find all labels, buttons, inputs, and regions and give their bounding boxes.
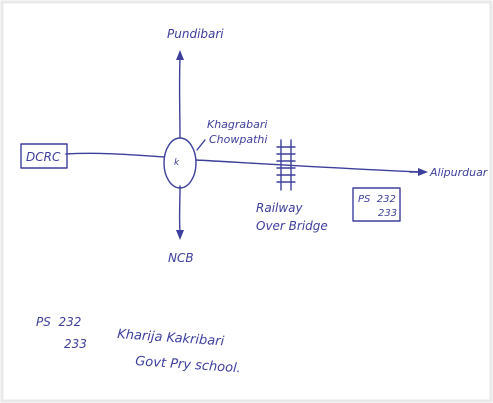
railway-label: Railway	[256, 201, 304, 215]
khagrabari-label: Khagrabari	[207, 118, 267, 131]
school-name-line1: Kharija Kakribari	[117, 327, 225, 349]
station-box-line1: PS 232	[358, 194, 396, 205]
alipurduar-label: Alipurduar	[429, 166, 489, 179]
dcrc-box	[20, 143, 68, 169]
junction-mark: k	[174, 158, 180, 168]
footnote-ps-number: 233	[64, 337, 87, 351]
arrow-right-icon	[418, 168, 428, 176]
station-box-line2: 233	[378, 208, 397, 219]
dcrc-label: DCRC	[26, 150, 61, 164]
roundabout-circle-icon	[163, 137, 197, 189]
junction-pointer	[196, 139, 206, 151]
school-name-line2: Govt Pry school.	[135, 354, 242, 376]
road-east	[195, 159, 421, 173]
ncb-label: NCB	[168, 251, 194, 265]
station-box	[352, 187, 401, 222]
arrow-down-icon	[176, 230, 184, 240]
footnote-ps-label: PS 232	[36, 315, 81, 329]
arrow-up-icon	[176, 50, 184, 60]
road-west	[65, 152, 165, 158]
over-bridge-label: Over Bridge	[256, 219, 328, 233]
railway-bridge-icon	[276, 139, 296, 191]
chowpathi-label: Chowpathi	[209, 133, 267, 146]
pundibari-label: Pundibari	[167, 27, 224, 41]
